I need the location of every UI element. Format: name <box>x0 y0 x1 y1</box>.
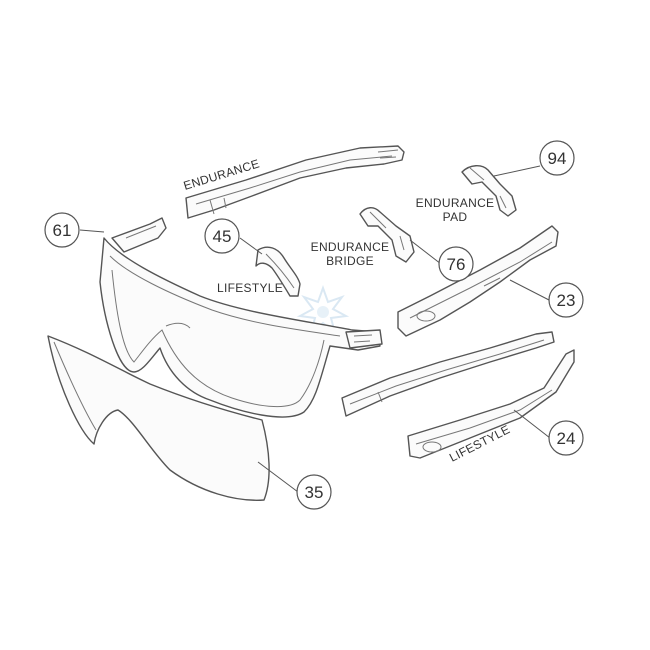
callout-61: 61 <box>44 212 80 248</box>
leader-line-45 <box>239 237 263 255</box>
frame-part <box>99 217 383 418</box>
callout-45-number: 45 <box>213 227 232 246</box>
lifestyle-temple-short-part <box>341 331 555 417</box>
callout-76-number: 76 <box>447 255 466 274</box>
leader-line-23 <box>509 279 550 301</box>
callout-45: 45 <box>204 218 240 254</box>
leader-line-24 <box>513 409 551 439</box>
leader-line-94 <box>493 165 541 177</box>
label-endurance-bridge-line2: BRIDGE <box>326 254 374 268</box>
label-endurance-bridge-line1: ENDURANCE <box>311 240 390 254</box>
endurance-nose-bridge-part <box>359 207 415 263</box>
lifestyle-nose-bridge-part <box>255 246 301 297</box>
label-lifestyle-bridge: LIFESTYLE <box>217 281 283 295</box>
callout-94-number: 94 <box>548 149 567 168</box>
callout-76: 76 <box>438 246 474 282</box>
label-endurance-pad-line1: ENDURANCE <box>416 196 495 210</box>
callout-24-number: 24 <box>557 429 576 448</box>
leader-line-76 <box>409 239 442 265</box>
lifestyle-temple-long-part <box>407 349 575 459</box>
leader-line-35 <box>257 461 299 493</box>
endurance-pad-part <box>461 165 517 217</box>
callout-35: 35 <box>296 474 332 510</box>
leader-line-61 <box>79 229 105 233</box>
callout-61-number: 61 <box>53 221 72 240</box>
label-endurance-pad-line2: PAD <box>443 210 468 224</box>
lens-part <box>47 335 270 501</box>
endurance-temple-part <box>185 145 405 219</box>
callout-23: 23 <box>548 282 584 318</box>
callout-23-number: 23 <box>557 291 576 310</box>
temple-23-part <box>397 225 559 337</box>
callout-94: 94 <box>539 140 575 176</box>
callout-24: 24 <box>548 420 584 456</box>
callout-35-number: 35 <box>305 483 324 502</box>
watermark-star-icon <box>296 285 350 336</box>
